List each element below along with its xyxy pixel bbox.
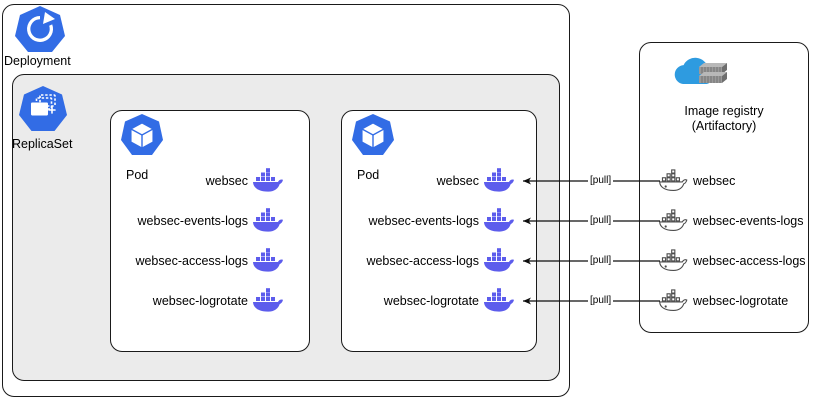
k8s-pod-icon-2: [352, 114, 394, 155]
docker-whale-icon: [484, 208, 514, 232]
registry-image-label: websec-logrotate: [693, 294, 789, 308]
container-row-pod1-access-logs[interactable]: websec-access-logs: [135, 247, 286, 275]
registry-image-label: websec: [693, 174, 736, 188]
docker-whale-icon: [484, 168, 514, 192]
pull-label-websec: [pull]: [588, 175, 614, 186]
container-label: websec-events-logs: [368, 214, 479, 228]
registry-image-row-access-logs[interactable]: websec-access-logs: [658, 248, 806, 274]
k8s-pod-icon-1: [121, 114, 163, 155]
container-label: websec-events-logs: [137, 214, 248, 228]
container-row-pod2-logrotate[interactable]: websec-logrotate: [384, 287, 517, 315]
container-label: websec-access-logs: [135, 254, 248, 268]
docker-whale-icon: [253, 208, 283, 232]
docker-whale-icon: [484, 288, 514, 312]
container-label: websec-logrotate: [383, 294, 479, 308]
image-registry-title-line1: Image registry: [684, 104, 764, 118]
deployment-label: Deployment: [4, 54, 71, 68]
container-label: websec-logrotate: [152, 294, 248, 308]
docker-whale-outline-icon: [659, 249, 688, 271]
docker-whale-outline-icon: [659, 209, 688, 231]
pod-label-2: Pod: [357, 168, 380, 182]
docker-whale-icon: [253, 248, 283, 272]
registry-image-row-logrotate[interactable]: websec-logrotate: [658, 288, 788, 314]
pod-label-1: Pod: [126, 168, 149, 182]
container-row-pod1-websec[interactable]: websec: [206, 167, 286, 195]
registry-image-label: websec-events-logs: [693, 214, 804, 228]
docker-whale-icon: [484, 248, 514, 272]
registry-image-row-events-logs[interactable]: websec-events-logs: [658, 208, 803, 234]
container-label: websec: [205, 174, 248, 188]
k8s-deployment-icon: [15, 6, 65, 52]
container-row-pod1-logrotate[interactable]: websec-logrotate: [153, 287, 286, 315]
registry-image-label: websec-access-logs: [693, 254, 806, 268]
pull-label-logrotate: [pull]: [588, 295, 614, 306]
docker-whale-outline-icon: [659, 169, 688, 191]
registry-image-row-websec[interactable]: websec: [658, 168, 735, 194]
container-row-pod2-events-logs[interactable]: websec-events-logs: [369, 207, 517, 235]
container-row-pod1-events-logs[interactable]: websec-events-logs: [138, 207, 286, 235]
image-registry-box: [639, 42, 809, 333]
container-label: websec: [436, 174, 479, 188]
container-label: websec-access-logs: [366, 254, 479, 268]
cloud-registry-icon: [674, 57, 727, 84]
docker-whale-icon: [253, 168, 283, 192]
k8s-replicaset-icon: [19, 86, 67, 131]
image-registry-title: Image registry (Artifactory): [639, 104, 809, 134]
pull-label-events-logs: [pull]: [588, 215, 614, 226]
container-row-pod2-websec[interactable]: websec: [437, 167, 517, 195]
replicaset-label: ReplicaSet: [12, 137, 73, 151]
docker-whale-icon: [253, 288, 283, 312]
container-row-pod2-access-logs[interactable]: websec-access-logs: [366, 247, 517, 275]
image-registry-title-line2: (Artifactory): [691, 119, 757, 133]
pull-label-access-logs: [pull]: [588, 255, 614, 266]
docker-whale-outline-icon: [659, 289, 688, 311]
